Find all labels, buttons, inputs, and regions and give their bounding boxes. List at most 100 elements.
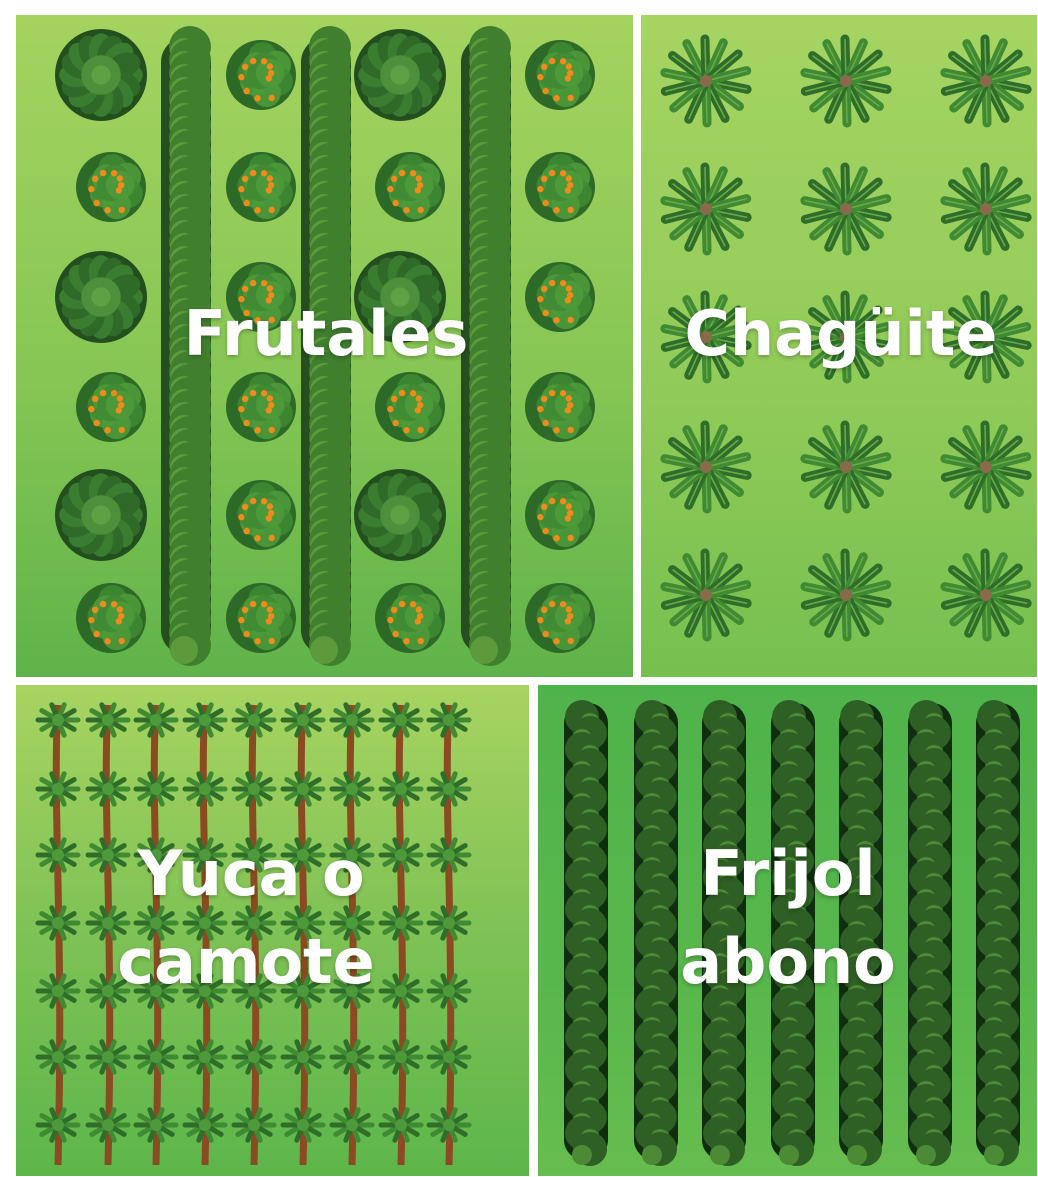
dark-shrub-icon bbox=[55, 29, 147, 121]
cassava-plant-icon bbox=[182, 771, 228, 807]
cassava-plant-icon bbox=[85, 771, 131, 807]
chaguite-planting-layout bbox=[660, 34, 1032, 642]
cassava-plant-icon bbox=[133, 973, 179, 1009]
citrus-tree-icon bbox=[226, 262, 296, 332]
cassava-plant-icon bbox=[35, 905, 81, 941]
citrus-tree-icon bbox=[226, 40, 296, 110]
bean-row-icon bbox=[976, 700, 1020, 1166]
bean-row-icon bbox=[839, 700, 883, 1166]
citrus-tree-icon bbox=[226, 152, 296, 222]
citrus-tree-icon bbox=[525, 40, 595, 110]
cassava-plant-icon bbox=[426, 905, 472, 941]
dark-shrub-icon bbox=[55, 251, 147, 343]
plot-chaguite: Chagüite bbox=[641, 15, 1037, 677]
cassava-plant-icon bbox=[231, 702, 277, 738]
cassava-plant-icon bbox=[280, 702, 326, 738]
banana-plant-icon bbox=[940, 162, 1032, 256]
plot-label-frijol-line1: Frijol bbox=[700, 837, 876, 910]
bean-row-icon bbox=[908, 700, 952, 1166]
citrus-tree-icon bbox=[525, 583, 595, 653]
plot-yuca-camote: Yuca o camote bbox=[16, 685, 529, 1176]
hedge-row-icon bbox=[461, 26, 511, 666]
citrus-tree-icon bbox=[76, 583, 146, 653]
banana-plant-icon bbox=[800, 548, 892, 642]
banana-plant-icon bbox=[660, 290, 752, 384]
cassava-plant-icon bbox=[182, 973, 228, 1009]
cassava-plant-icon bbox=[426, 771, 472, 807]
citrus-tree-icon bbox=[76, 372, 146, 442]
plot-label-chaguite: Chagüite bbox=[684, 297, 998, 370]
cassava-plant-icon bbox=[133, 1107, 179, 1143]
banana-plant-icon bbox=[660, 162, 752, 256]
cassava-plant-icon bbox=[182, 905, 228, 941]
cassava-plant-icon bbox=[329, 905, 375, 941]
cassava-plant-icon bbox=[329, 973, 375, 1009]
cassava-plant-icon bbox=[35, 837, 81, 873]
cassava-plant-icon bbox=[329, 771, 375, 807]
cassava-plant-icon bbox=[133, 702, 179, 738]
cassava-plant-icon bbox=[280, 771, 326, 807]
dark-shrub-icon bbox=[55, 469, 147, 561]
cassava-plant-icon bbox=[35, 1107, 81, 1143]
cassava-plant-icon bbox=[133, 1039, 179, 1075]
cassava-plant-icon bbox=[85, 1107, 131, 1143]
cassava-plant-icon bbox=[378, 973, 424, 1009]
cassava-plant-icon bbox=[378, 905, 424, 941]
banana-plant-icon bbox=[940, 420, 1032, 514]
cassava-plant-icon bbox=[329, 1107, 375, 1143]
cassava-plant-icon bbox=[85, 702, 131, 738]
hedge-row-icon bbox=[301, 26, 351, 666]
citrus-tree-icon bbox=[525, 152, 595, 222]
citrus-tree-icon bbox=[226, 372, 296, 442]
cassava-plant-icon bbox=[133, 905, 179, 941]
banana-plant-icon bbox=[800, 162, 892, 256]
cassava-plant-icon bbox=[329, 837, 375, 873]
cassava-plant-icon bbox=[329, 702, 375, 738]
cassava-plant-icon bbox=[35, 702, 81, 738]
cassava-plant-icon bbox=[182, 702, 228, 738]
cassava-plant-icon bbox=[35, 1039, 81, 1075]
citrus-tree-icon bbox=[226, 583, 296, 653]
cassava-stem-icon bbox=[248, 704, 260, 1166]
cassava-plant-icon bbox=[231, 1107, 277, 1143]
citrus-tree-icon bbox=[375, 372, 445, 442]
citrus-tree-icon bbox=[226, 480, 296, 550]
cassava-plant-icon bbox=[231, 837, 277, 873]
cassava-plant-icon bbox=[182, 1039, 228, 1075]
citrus-tree-icon bbox=[375, 152, 445, 222]
plot-label-frutales: Frutales bbox=[183, 297, 469, 370]
cassava-plant-icon bbox=[85, 905, 131, 941]
cassava-stem-icon bbox=[52, 704, 64, 1166]
cassava-stem-icon bbox=[150, 704, 162, 1166]
cassava-plant-icon bbox=[426, 702, 472, 738]
cassava-stem-icon bbox=[346, 704, 358, 1166]
cassava-plant-icon bbox=[378, 1107, 424, 1143]
cassava-plant-icon bbox=[182, 837, 228, 873]
yuca-planting-layout bbox=[35, 702, 472, 1166]
plot-label-yuca-line1: Yuca o bbox=[137, 837, 365, 910]
cassava-plant-icon bbox=[280, 837, 326, 873]
cassava-plant-icon bbox=[426, 973, 472, 1009]
cassava-plant-icon bbox=[133, 837, 179, 873]
cassava-plant-icon bbox=[280, 1039, 326, 1075]
cassava-plant-icon bbox=[231, 905, 277, 941]
banana-plant-icon bbox=[800, 420, 892, 514]
cassava-plant-icon bbox=[231, 771, 277, 807]
citrus-tree-icon bbox=[525, 480, 595, 550]
cassava-plant-icon bbox=[329, 1039, 375, 1075]
cassava-plant-icon bbox=[378, 837, 424, 873]
cassava-plant-icon bbox=[85, 837, 131, 873]
citrus-tree-icon bbox=[375, 583, 445, 653]
cassava-plant-icon bbox=[426, 1039, 472, 1075]
bean-row-icon bbox=[634, 700, 678, 1166]
banana-plant-icon bbox=[940, 290, 1032, 384]
cassava-plant-icon bbox=[378, 702, 424, 738]
cassava-stem-icon bbox=[102, 704, 114, 1166]
hedge-row-icon bbox=[161, 26, 211, 666]
cassava-stem-icon bbox=[443, 704, 455, 1166]
cassava-plant-icon bbox=[426, 837, 472, 873]
banana-plant-icon bbox=[940, 34, 1032, 128]
cassava-plant-icon bbox=[85, 973, 131, 1009]
cassava-plant-icon bbox=[85, 1039, 131, 1075]
banana-plant-icon bbox=[800, 290, 892, 384]
